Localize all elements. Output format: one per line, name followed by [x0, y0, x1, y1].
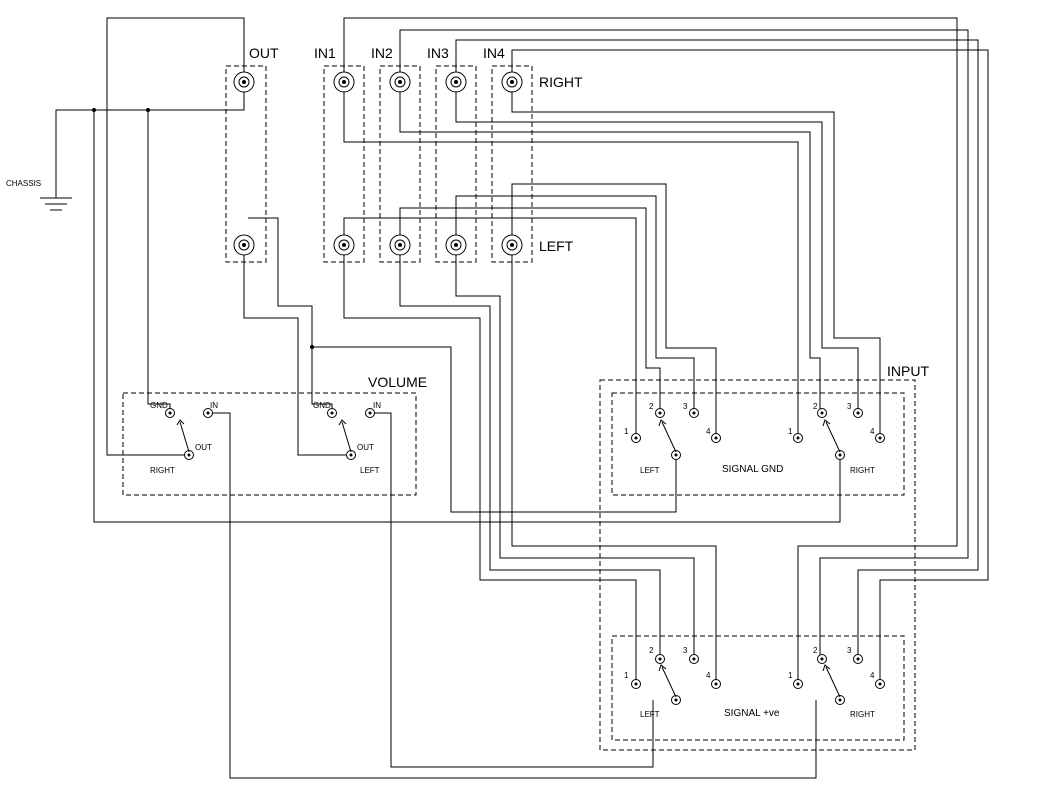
gnd-left-3-terminal-icon: [689, 408, 699, 418]
in3-jack-enclosure: [435, 65, 477, 263]
signal-gnd-switch-box: [611, 392, 905, 496]
ve-right-4-terminal-icon: [875, 679, 885, 689]
in1-jack-enclosure: [323, 65, 365, 263]
ve-left-label: LEFT: [640, 710, 660, 719]
in3-left-rca-jack-icon: [445, 234, 467, 256]
gnd-right-pos-3: 3: [847, 402, 852, 411]
left-row-label: LEFT: [539, 238, 574, 254]
gnd-right-common-terminal-icon: [835, 450, 845, 460]
wires: [55, 17, 989, 779]
gnd-left-common-terminal-icon: [671, 450, 681, 460]
gnd-right-4-terminal-icon: [875, 433, 885, 443]
in1-left-rca-jack-icon: [333, 234, 355, 256]
switch-terminals: [165, 408, 885, 705]
gnd-left-1-terminal-icon: [631, 433, 641, 443]
ve-right-common-terminal-icon: [835, 695, 845, 705]
vol-left-in-terminal-icon: [365, 408, 375, 418]
gnd-left-label: LEFT: [640, 466, 660, 475]
ve-right-1-terminal-icon: [793, 679, 803, 689]
switch-wipers: [176, 419, 841, 698]
gnd-left-4-terminal-icon: [711, 433, 721, 443]
vol-right-in-label: IN: [210, 401, 218, 410]
vol-left-gnd-label: GND: [313, 401, 331, 410]
gnd-right-pos-2: 2: [813, 402, 818, 411]
ve-left-4-terminal-icon: [711, 679, 721, 689]
ve-left-pos-3: 3: [683, 646, 688, 655]
ve-right-3-terminal-icon: [853, 654, 863, 664]
ve-right-pos-4: 4: [870, 671, 875, 680]
vol-right-in-terminal-icon: [203, 408, 213, 418]
volume-label: VOLUME: [368, 374, 427, 390]
ve-left-pos-4: 4: [706, 671, 711, 680]
out-jack-enclosure: [225, 65, 267, 263]
in4-left-rca-jack-icon: [501, 234, 523, 256]
vol-left-channel-label: LEFT: [360, 466, 380, 475]
ve-left-common-terminal-icon: [671, 695, 681, 705]
ve-right-pos-2: 2: [813, 646, 818, 655]
ve-left-3-terminal-icon: [689, 654, 699, 664]
gnd-left-pos-4: 4: [706, 427, 711, 436]
gnd-right-1-terminal-icon: [793, 433, 803, 443]
in2-label: IN2: [371, 45, 393, 61]
in2-left-rca-jack-icon: [389, 234, 411, 256]
enclosures: [122, 65, 916, 751]
ve-left-2-terminal-icon: [655, 654, 665, 664]
ve-right-label: RIGHT: [850, 710, 875, 719]
ve-left-pos-1: 1: [624, 671, 629, 680]
in3-right-rca-jack-icon: [445, 71, 467, 93]
gnd-right-3-terminal-icon: [853, 408, 863, 418]
ve-right-pos-1: 1: [788, 671, 793, 680]
ve-left-pos-2: 2: [649, 646, 654, 655]
labels: OUT IN1 IN2 IN3 IN4 RIGHT LEFT CHASSIS V…: [6, 45, 929, 719]
chassis-label: CHASSIS: [6, 179, 41, 188]
ve-right-2-terminal-icon: [817, 654, 827, 664]
input-enclosure: [599, 379, 916, 751]
ve-right-pos-3: 3: [847, 646, 852, 655]
right-row-label: RIGHT: [539, 74, 583, 90]
volume-enclosure: [122, 392, 417, 496]
gnd-right-pos-4: 4: [870, 427, 875, 436]
in1-label: IN1: [314, 45, 336, 61]
in2-right-rca-jack-icon: [389, 71, 411, 93]
vol-right-channel-label: RIGHT: [150, 466, 175, 475]
in4-right-rca-jack-icon: [501, 71, 523, 93]
signal-gnd-title: SIGNAL GND: [722, 464, 783, 475]
vol-right-out-label: OUT: [195, 443, 212, 452]
gnd-left-pos-2: 2: [649, 402, 654, 411]
signal-ve-title: SIGNAL +ve: [724, 708, 780, 719]
gnd-left-2-terminal-icon: [655, 408, 665, 418]
in2-jack-enclosure: [379, 65, 421, 263]
in4-jack-enclosure: [491, 65, 533, 263]
in4-label: IN4: [483, 45, 505, 61]
in3-label: IN3: [427, 45, 449, 61]
gnd-left-pos-3: 3: [683, 402, 688, 411]
chassis-ground-icon: [40, 190, 72, 211]
vol-right-gnd-label: GND: [150, 401, 168, 410]
gnd-right-pos-1: 1: [788, 427, 793, 436]
in1-right-rca-jack-icon: [333, 71, 355, 93]
gnd-right-label: RIGHT: [850, 466, 875, 475]
gnd-left-pos-1: 1: [624, 427, 629, 436]
input-label: INPUT: [887, 363, 929, 379]
ve-left-1-terminal-icon: [631, 679, 641, 689]
out-left-rca-jack-icon: [233, 234, 255, 256]
out-right-rca-jack-icon: [233, 71, 255, 93]
vol-right-gnd-terminal-icon: [165, 408, 175, 418]
rca-jacks: [233, 71, 523, 256]
signal-ve-switch-box: [611, 635, 905, 741]
vol-left-gnd-terminal-icon: [327, 408, 337, 418]
gnd-right-2-terminal-icon: [817, 408, 827, 418]
vol-left-in-label: IN: [373, 401, 381, 410]
vol-left-out-label: OUT: [357, 443, 374, 452]
out-label: OUT: [249, 45, 279, 61]
